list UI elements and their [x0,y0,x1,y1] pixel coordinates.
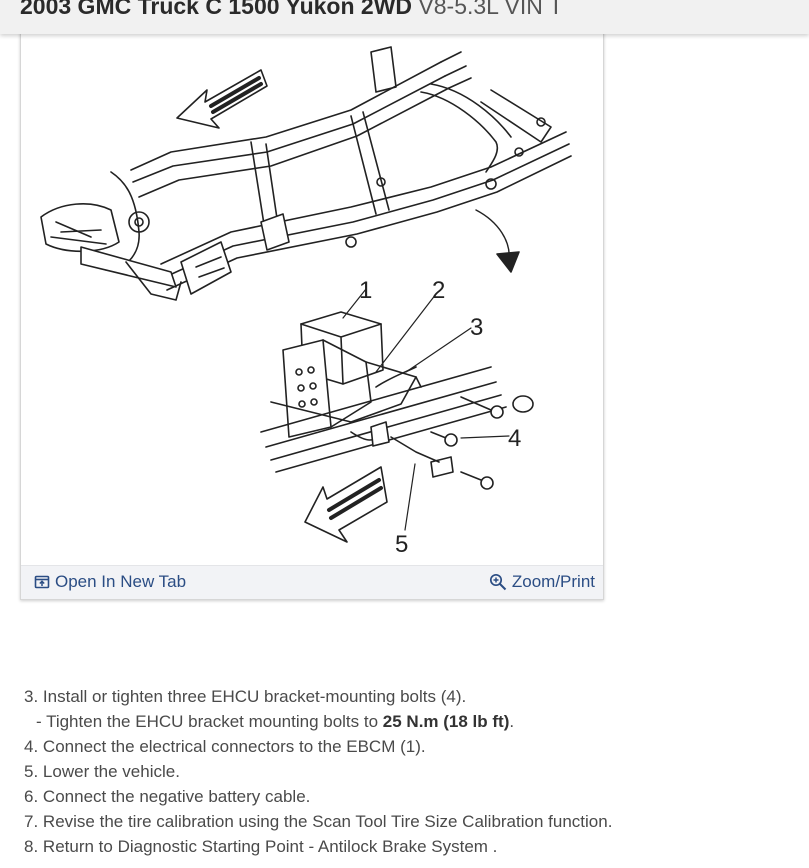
step-text: Connect the negative battery cable. [42,787,311,806]
ehcu-bracket [260,366,507,478]
step-7: 7. Revise the tire calibration using the… [24,809,794,834]
engine-spec: V8-5.3L VIN T [418,0,563,19]
open-in-new-tab-label: Open In New Tab [55,572,187,591]
step-4: 4. Connect the electrical connectors to … [24,734,794,759]
step-number: 4. [24,737,39,756]
figure-card: 1 2 3 4 5 Open In New Tab [20,31,604,600]
open-in-new-tab-link[interactable]: Open In New Tab [34,572,186,592]
front-direction-arrow-bottom [304,466,388,543]
callout-3: 3 [470,314,483,341]
step-number: 8. [24,837,39,856]
step-3-substep: - Tighten the EHCU bracket mounting bolt… [24,709,794,734]
step-number: 3. [24,687,39,706]
figure-footer: Open In New Tab Zoom/Print [21,565,603,599]
substep-text: - Tighten the EHCU bracket mounting bolt… [36,712,383,731]
step-text: Lower the vehicle. [42,762,180,781]
step-3: 3. Install or tighten three EHCU bracket… [24,684,794,709]
callout-2: 2 [432,277,445,304]
step-text: Install or tighten three EHCU bracket-mo… [42,687,467,706]
callout-1: 1 [359,277,372,304]
zoom-print-label: Zoom/Print [511,572,595,591]
vehicle-name: 2003 GMC Truck C 1500 Yukon 2WD [20,0,413,19]
step-text: Revise the tire calibration using the Sc… [42,812,613,831]
step-8: 8. Return to Diagnostic Starting Point -… [24,834,794,859]
ehcu-module [270,311,422,438]
vehicle-title: 2003 GMC Truck C 1500 Yukon 2WD V8-5.3L … [20,0,563,20]
step-number: 7. [24,812,39,831]
step-text: Return to Diagnostic Starting Point - An… [42,837,498,856]
vehicle-frame [40,46,572,301]
zoom-print-link[interactable]: Zoom/Print [489,572,595,592]
front-direction-arrow-top [176,69,268,129]
substep-suffix: . [509,712,515,731]
callout-4: 4 [508,425,521,452]
ehcu-diagram: 1 2 3 4 5 [40,46,572,558]
torque-spec: 25 N.m (18 lb ft) [382,712,510,731]
step-number: 5. [24,762,39,781]
procedure-steps: 3. Install or tighten three EHCU bracket… [24,684,794,859]
step-text: Connect the electrical connectors to the… [42,737,426,756]
callout-5: 5 [395,531,408,558]
bolts [430,395,534,490]
step-6: 6. Connect the negative battery cable. [24,784,794,809]
detail-arrow [475,209,510,261]
page-header: 2003 GMC Truck C 1500 Yukon 2WD V8-5.3L … [0,0,809,34]
step-number: 6. [24,787,39,806]
step-5: 5. Lower the vehicle. [24,759,794,784]
zoom-in-icon [489,573,507,591]
open-in-new-tab-icon [34,574,50,590]
